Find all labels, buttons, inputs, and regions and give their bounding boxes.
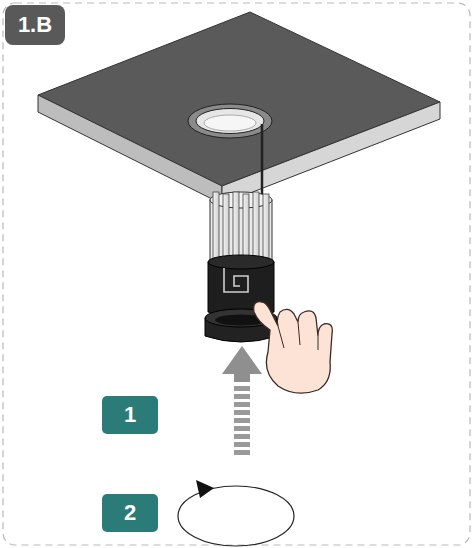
callout-number: 1 [102, 396, 158, 434]
arrow-segment [234, 450, 250, 455]
arrow-segment [234, 410, 250, 415]
push-arrow [222, 346, 262, 455]
step-badge: 1.B [5, 5, 65, 45]
callout-text: 1 [124, 403, 136, 427]
arrow-segment [234, 402, 250, 407]
spring-clip [213, 192, 219, 266]
hand [254, 302, 333, 393]
callout-number: 2 [102, 494, 158, 532]
arrow-segment [234, 394, 250, 399]
dashed-frame [3, 3, 470, 545]
arrow-segment [234, 426, 250, 431]
arrow-segment [234, 434, 250, 439]
arrow-segment [234, 386, 250, 391]
arrow-segment [234, 442, 250, 447]
rotation-arrow [178, 480, 294, 546]
spring-clip [253, 192, 259, 266]
ceiling-slab [38, 12, 440, 204]
callout-text: 2 [124, 501, 136, 525]
ceiling-hole [188, 104, 272, 138]
arrow-segment [234, 418, 250, 423]
step-label: 1.B [18, 13, 52, 37]
